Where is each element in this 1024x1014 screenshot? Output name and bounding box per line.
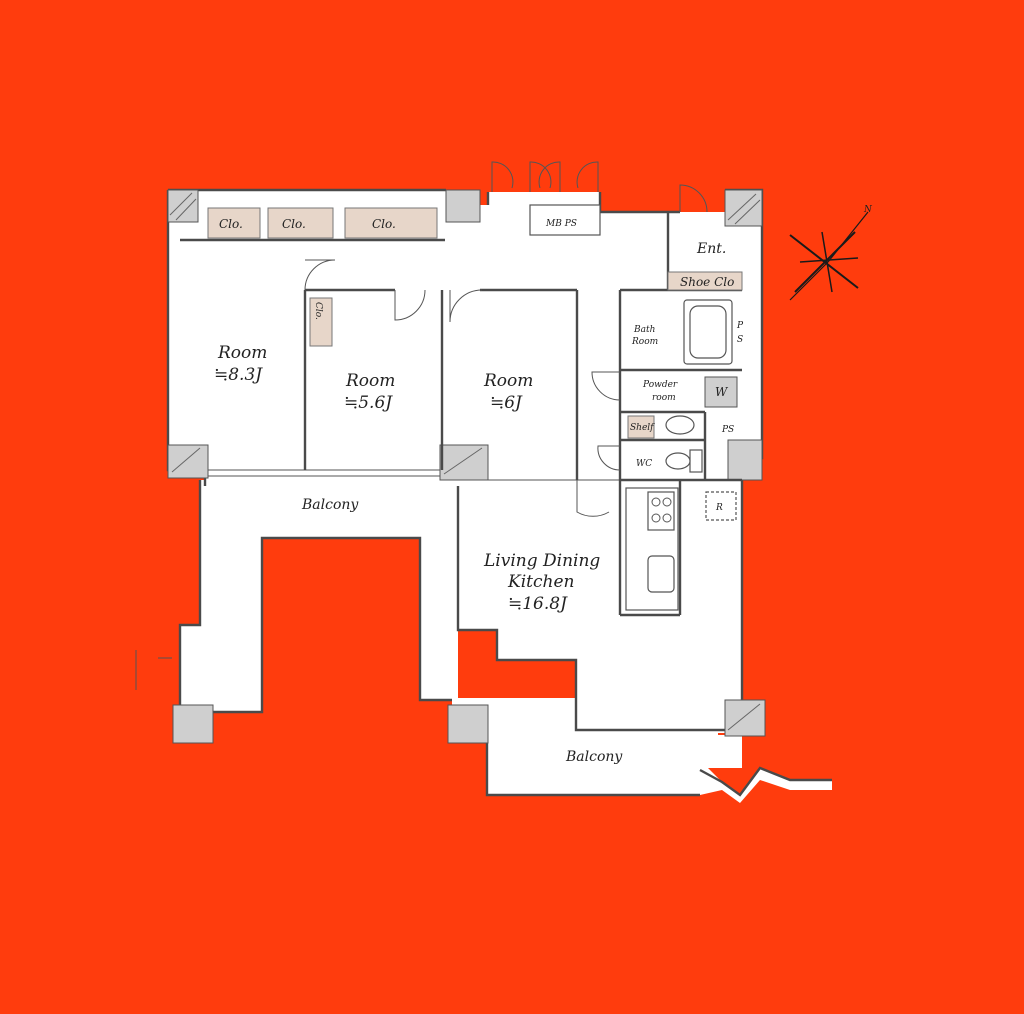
washer-label: W xyxy=(715,385,729,399)
closet-label-2: Clo. xyxy=(282,217,306,231)
shelf-label: Shelf xyxy=(630,423,655,433)
ldk-name-line1: Living Dining xyxy=(483,551,600,571)
closet-label-3: Clo. xyxy=(372,217,396,231)
ldk-area: ≒16.8J xyxy=(508,594,568,614)
closets xyxy=(207,207,743,347)
closet-label-4: Clo. xyxy=(313,302,323,320)
structural-columns xyxy=(167,189,766,744)
room-5-6-area: ≒5.6J xyxy=(344,393,393,413)
balcony-label-upper: Balcony xyxy=(301,497,359,513)
room-5-6-name: Room xyxy=(345,371,395,391)
powder-room-line2: room xyxy=(652,393,676,403)
entrance-label: Ent. xyxy=(696,241,726,257)
ps-s-label: S xyxy=(737,335,743,345)
closet-label-1: Clo. xyxy=(219,217,243,231)
room-8-3-area: ≒8.3J xyxy=(214,365,263,385)
wc-label: WC xyxy=(636,459,652,469)
ps-label-lower: PS xyxy=(721,425,734,435)
room-8-3-name: Room xyxy=(217,343,267,363)
compass-rose xyxy=(789,211,869,301)
room-6-name: Room xyxy=(483,371,533,391)
bath-label-line1: Bath xyxy=(633,325,655,335)
powder-room-line1: Powder xyxy=(642,380,678,390)
balcony-label-lower: Balcony xyxy=(565,749,623,765)
fridge-label: R xyxy=(715,503,723,513)
ldk-name-line2: Kitchen xyxy=(507,572,574,592)
ps-p-label: P xyxy=(736,321,744,331)
left-edge-marks xyxy=(135,650,172,690)
room-6-area: ≒6J xyxy=(490,393,523,413)
bath-label-line2: Room xyxy=(631,337,658,347)
mb-ps-label: MB PS xyxy=(545,219,577,229)
fixtures xyxy=(529,204,738,611)
compass-north-label: N xyxy=(863,205,873,215)
door-swings xyxy=(304,161,708,517)
shoe-closet-label: Shoe Clo xyxy=(680,275,734,289)
labels: Clo. Clo. Clo. Clo. Room ≒8.3J Room ≒5.6… xyxy=(214,217,744,765)
